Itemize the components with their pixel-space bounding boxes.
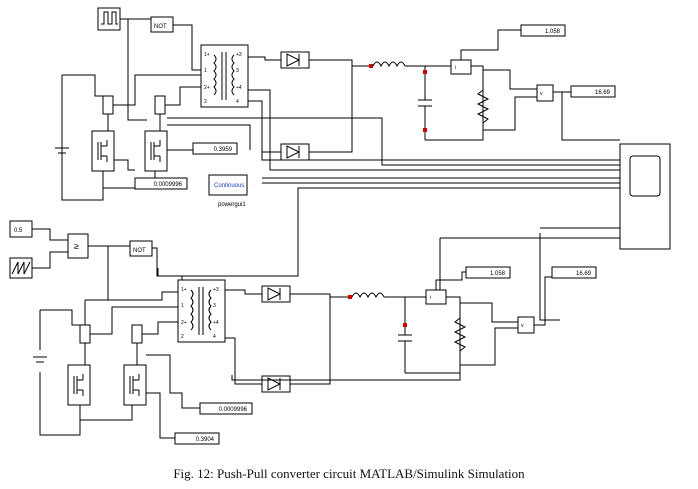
transformer-top-port-6: 3 [236,68,239,74]
display-top-current-value: 1.058 [545,29,561,35]
display-bottom-voltage-value: 16.69 [576,271,592,277]
relational-operator[interactable]: ≥ [67,233,89,259]
capacitor-top[interactable] [418,66,432,140]
dc-source-top[interactable] [55,147,69,154]
voltage-sensor-top[interactable]: v [536,84,554,102]
display-bottom-gate-b-value: 0.3904 [196,437,215,443]
display-top-gate-b-value: 0.0009996 [154,182,183,188]
diode-top-lower[interactable] [280,143,310,161]
inductor-top[interactable] [369,61,406,68]
resistor-top[interactable] [476,89,490,124]
transformer-top-port-1: 1+ [204,52,210,58]
display-top-gate-b[interactable]: 0.0009996 [134,177,188,190]
display-top-gate-a[interactable]: 0.3959 [192,142,238,155]
display-top-gate-a-value: 0.3959 [214,147,233,153]
transformer-bottom-port-4: 2 [181,334,184,340]
pulse-generator-top[interactable] [97,7,121,31]
diode-bottom-upper[interactable] [261,285,291,303]
svg-text:i: i [430,295,431,301]
transformer-top-port-5: +3 [236,52,242,58]
gate-mux-top-right[interactable] [154,95,166,115]
transformer-top-port-2: 1 [204,68,207,74]
constant-value: 0.5 [14,228,23,234]
display-bottom-current[interactable]: 1.058 [465,266,511,279]
mosfet-bottom-left[interactable] [67,364,91,406]
mosfet-top-right[interactable] [144,130,168,172]
transformer-bottom-port-2: 1 [181,303,184,309]
transformer-bottom-port-1: 1+ [181,287,187,293]
transformer-bottom-port-7: +4 [213,320,219,326]
transformer-top[interactable]: 1+ 1 2+ 2 +3 3 +4 4 [200,44,249,108]
constant-block[interactable]: 0.5 [9,220,33,238]
display-top-voltage[interactable]: 16.69 [570,85,616,98]
transformer-bottom-port-3: 2+ [181,320,187,326]
powergui-label: powergui1 [218,202,246,208]
display-bottom-voltage[interactable]: 16.69 [551,266,597,279]
transformer-top-port-3: 2+ [204,85,210,91]
not-gate-top[interactable]: NOT [150,16,174,33]
simulink-diagram: NOT 1+ 1 2+ 2 +3 3 +4 4 [9,7,671,445]
svg-text:i: i [455,65,456,71]
capacitor-bottom[interactable] [398,297,412,373]
relational-operator-symbol: ≥ [74,241,79,251]
figure-caption: Fig. 12: Push-Pull converter circuit MAT… [173,466,525,481]
transformer-top-port-8: 4 [236,99,239,105]
diode-bottom-lower[interactable] [261,375,291,393]
display-bottom-gate-b[interactable]: 0.3904 [174,432,220,445]
svg-text:v: v [521,323,524,329]
gate-mux-bottom-left[interactable] [79,324,91,344]
display-bottom-current-value: 1.058 [490,271,506,277]
resistor-bottom[interactable] [453,317,467,352]
current-sensor-bottom[interactable]: i [425,289,447,305]
not-gate-top-label: NOT [154,24,167,30]
scope-block[interactable] [619,143,671,250]
current-sensor-top[interactable]: i [450,59,472,75]
powergui-block[interactable]: Continuous powergui1 [208,174,248,208]
display-top-current[interactable]: 1.058 [520,24,566,37]
display-bottom-gate-a-value: 0.0009996 [219,407,248,413]
transformer-top-port-7: +4 [236,85,242,91]
transformer-bottom[interactable]: 1+ 1 2+ 2 +3 3 +4 4 [177,279,226,343]
display-bottom-gate-a[interactable]: 0.0009996 [199,402,253,415]
transformer-top-port-4: 2 [204,99,207,105]
gate-mux-top-left[interactable] [102,95,114,115]
mosfet-bottom-right[interactable] [123,364,147,406]
not-gate-bottom[interactable]: NOT [129,240,153,257]
diode-top-upper[interactable] [280,51,310,69]
inductor-bottom[interactable] [348,292,385,299]
sawtooth-generator[interactable] [9,257,33,279]
gate-mux-bottom-right[interactable] [131,324,143,344]
display-top-voltage-value: 16.69 [595,90,611,96]
transformer-bottom-port-6: 3 [213,303,216,309]
not-gate-bottom-label: NOT [133,248,146,254]
voltage-sensor-bottom[interactable]: v [517,316,535,334]
powergui-mode: Continuous [214,183,244,189]
mosfet-top-left[interactable] [91,130,115,172]
transformer-bottom-port-8: 4 [213,334,216,340]
transformer-bottom-port-5: +3 [213,287,219,293]
dc-source-bottom[interactable] [33,356,47,363]
svg-text:v: v [540,91,543,97]
